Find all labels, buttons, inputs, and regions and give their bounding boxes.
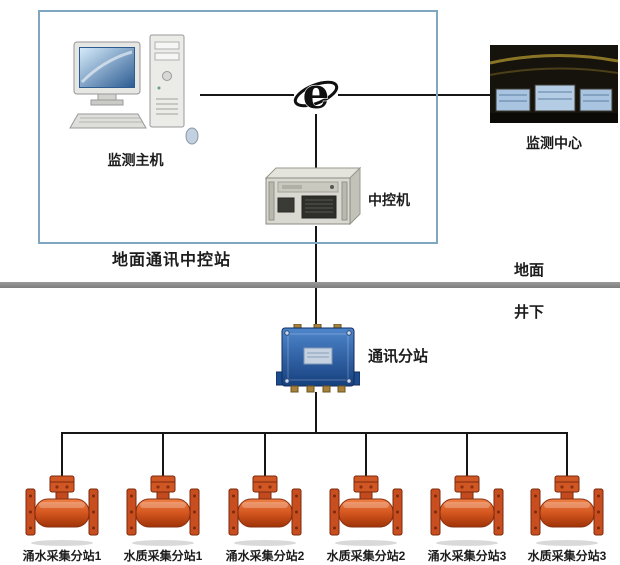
device-label-5: 涌水采集分站3 — [427, 549, 507, 563]
underground-label: 井下 — [514, 304, 545, 321]
flow-meter-icon-6 — [529, 474, 605, 546]
line-substation-to-bus — [315, 392, 317, 434]
flow-meter-icon-3 — [227, 474, 303, 546]
flow-meter-icon-5 — [429, 474, 505, 546]
ground-station-box — [38, 10, 438, 244]
flow-meter-icon-4 — [328, 474, 404, 546]
line-internet-to-center — [338, 94, 490, 96]
drop-line-1 — [61, 432, 63, 476]
communication-substation-icon — [276, 324, 360, 396]
central-control-machine-icon — [262, 166, 362, 228]
device-label-1: 涌水采集分站1 — [22, 549, 102, 563]
flow-meter-icon-2 — [125, 474, 201, 546]
device-bus-line — [61, 432, 568, 434]
line-internet-to-control — [315, 114, 317, 168]
drop-line-2 — [162, 432, 164, 476]
central-control-machine-label: 中控机 — [368, 192, 410, 208]
desktop-computer-icon — [68, 30, 203, 148]
device-label-4: 水质采集分站2 — [326, 549, 406, 563]
surface-label: 地面 — [514, 262, 545, 279]
drop-line-5 — [466, 432, 468, 476]
line-control-to-substation — [315, 226, 317, 326]
flow-meter-icon-1 — [24, 474, 100, 546]
ground-station-label: 地面通讯中控站 — [112, 252, 232, 269]
monitoring-center-label: 监测中心 — [526, 135, 582, 151]
surface-divider — [0, 282, 620, 288]
internet-e-icon: e — [292, 70, 340, 118]
device-label-2: 水质采集分站1 — [123, 549, 203, 563]
drop-line-6 — [566, 432, 568, 476]
device-label-3: 涌水采集分站2 — [225, 549, 305, 563]
drop-line-3 — [264, 432, 266, 476]
device-label-6: 水质采集分站3 — [527, 549, 607, 563]
line-host-to-internet — [200, 94, 294, 96]
svg-text:e: e — [303, 70, 330, 118]
drop-line-4 — [365, 432, 367, 476]
communication-substation-label: 通讯分站 — [368, 348, 429, 365]
monitoring-center-photo — [490, 45, 618, 123]
monitor-host-label: 监测主机 — [107, 152, 164, 168]
